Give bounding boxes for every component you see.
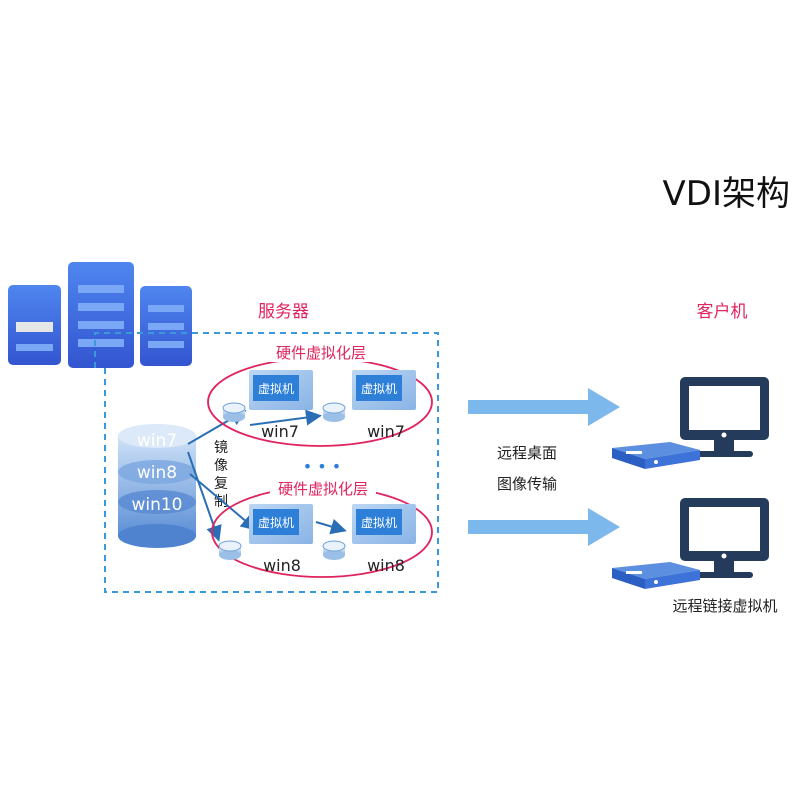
mirror-label-3: 复 (214, 475, 228, 492)
transfer-label-line-2: 图像传输 (497, 475, 557, 493)
mirror-copy-arrows (187, 409, 258, 542)
stack-label-win8: win8 (137, 463, 177, 483)
vm-1-2-label: 虚拟机 (361, 382, 397, 396)
virtualization-layer-1-label: 硬件虚拟化层 (276, 344, 366, 362)
layer-2-copy-arrow (315, 518, 347, 535)
more-layers-ellipsis: • • • (303, 457, 341, 476)
vm-2-2 (352, 504, 416, 544)
layer-1-copy-arrow (249, 409, 322, 426)
disk-1-2-label: win7 (367, 422, 405, 441)
image-stack (118, 424, 196, 548)
vm-1-1-label: 虚拟机 (258, 382, 294, 396)
stack-label-win10: win10 (131, 495, 182, 515)
stack-label-win7: win7 (137, 431, 177, 451)
transfer-label-line-1: 远程桌面 (497, 444, 557, 462)
client-label: 客户机 (697, 302, 748, 322)
disk-1-1-label: win7 (261, 422, 299, 441)
client-caption: 远程链接虚拟机 (672, 597, 777, 615)
transfer-arrow-top (468, 388, 620, 426)
vm-2-1-label: 虚拟机 (258, 516, 294, 530)
mirror-label-1: 镜 (214, 440, 228, 456)
disk-icon (322, 402, 346, 422)
client-computer-icon (612, 498, 769, 589)
server-label: 服务器 (258, 302, 309, 322)
client-computer-icon (612, 377, 769, 469)
page-title: VDI架构 (663, 174, 790, 214)
virtualization-layer-2-label: 硬件虚拟化层 (278, 480, 368, 498)
vm-1-2 (352, 370, 416, 410)
disk-2-1-label: win8 (263, 556, 301, 575)
mirror-label-2: 像 (214, 458, 228, 474)
transfer-arrow-bottom (468, 508, 620, 546)
disk-icon (222, 402, 246, 422)
disk-icon (322, 540, 346, 560)
disk-2-2-label: win8 (367, 556, 405, 575)
vm-2-1 (249, 504, 313, 544)
vm-2-2-label: 虚拟机 (361, 516, 397, 530)
vm-1-1 (249, 370, 313, 410)
server-boundary (94, 332, 439, 593)
disk-icon (218, 540, 242, 560)
server-rack-icon (8, 262, 192, 368)
